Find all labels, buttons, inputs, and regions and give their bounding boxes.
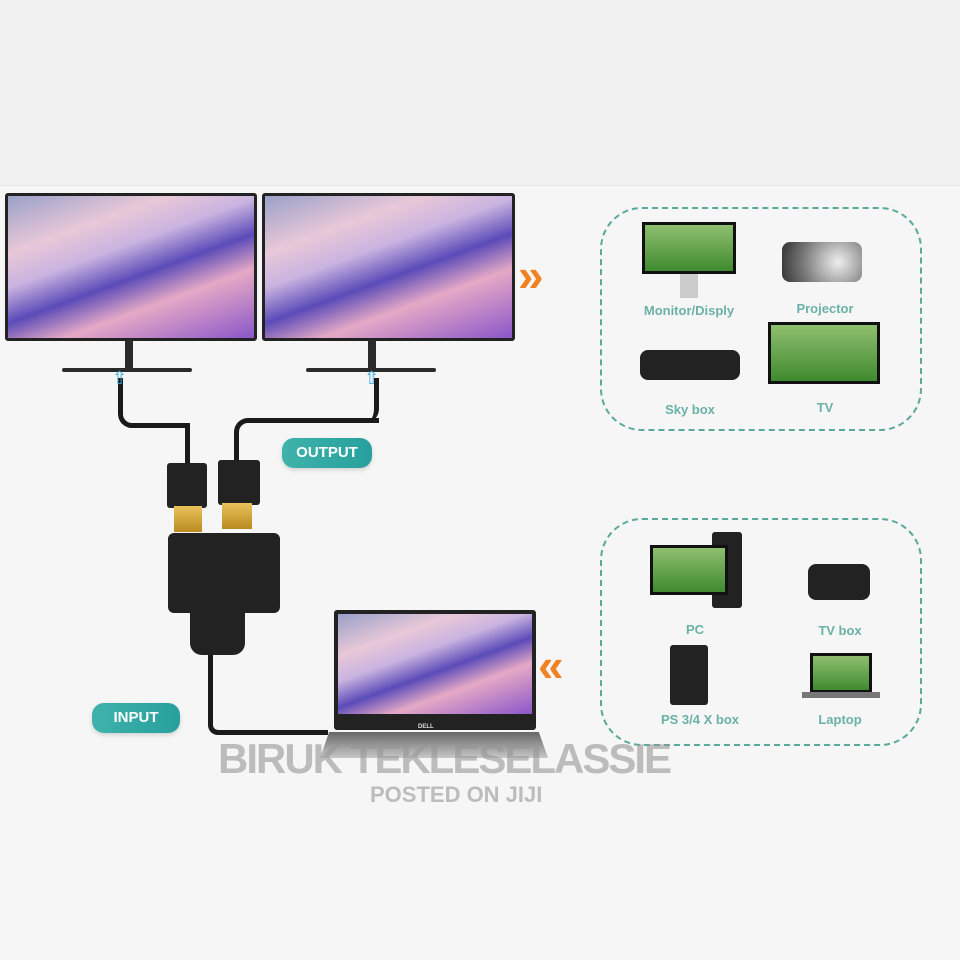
signal-arrow-icon: ⇧: [364, 368, 380, 388]
input-cable: [208, 655, 328, 735]
monitor-2-stand: [368, 340, 376, 370]
laptop-keyboard: [320, 732, 548, 758]
monitor-device-image: [642, 222, 736, 274]
input-arrow-icon: «: [538, 639, 564, 691]
signal-arrow-icon: ⇧: [112, 368, 128, 388]
device-label-sky-box: Sky box: [665, 402, 715, 417]
input-devices-panel: [600, 518, 922, 746]
sky-box-image: [640, 350, 740, 380]
monitor-device-stand: [680, 274, 698, 298]
watermark-name: BIRUK TEKLESELASSIE: [218, 735, 672, 782]
hdmi-plug-2-tip: [222, 503, 252, 529]
device-label-projector: Projector: [796, 301, 854, 316]
output-cable-1-drop: [185, 423, 190, 463]
playstation-image: [670, 645, 708, 705]
splitter-neck: [190, 610, 245, 655]
hdmi-plug-1-tip: [174, 506, 202, 532]
hdmi-plug-1: [167, 463, 207, 508]
device-label-ps-xbox: PS 3/4 X box: [660, 712, 740, 727]
monitor-1-base: [62, 368, 192, 372]
device-label-tv-box: TV box: [818, 623, 862, 638]
monitor-1-screen: [5, 193, 257, 341]
laptop-screen: [334, 610, 536, 730]
output-cable-1: [118, 378, 190, 428]
hdmi-splitter: [168, 533, 280, 613]
output-devices-panel: [600, 207, 922, 431]
watermark-posted: POSTED ON JIJI: [370, 782, 543, 807]
laptop-device-base: [802, 692, 880, 698]
projector-image: [782, 242, 862, 282]
tv-box-image: [808, 564, 870, 600]
output-cable-2: [234, 378, 379, 423]
laptop-brand: DELL: [418, 724, 434, 730]
hdmi-plug-2: [218, 460, 260, 505]
monitor-2-base: [306, 368, 436, 372]
device-label-pc: PC: [685, 622, 705, 637]
monitor-1-stand: [125, 340, 133, 370]
monitor-2-screen: [262, 193, 515, 341]
output-label: OUTPUT: [282, 438, 372, 468]
device-label-tv: TV: [816, 400, 834, 415]
background-band: [0, 0, 960, 186]
device-label-monitor: Monitor/Disply: [643, 303, 735, 318]
laptop-device-image: [810, 653, 872, 693]
output-cable-2-run: [234, 418, 379, 463]
input-label: INPUT: [92, 703, 180, 733]
device-label-laptop: Laptop: [818, 712, 862, 727]
output-arrow-icon: »: [518, 249, 544, 301]
tv-image: [768, 322, 880, 384]
pc-monitor-image: [650, 545, 728, 595]
